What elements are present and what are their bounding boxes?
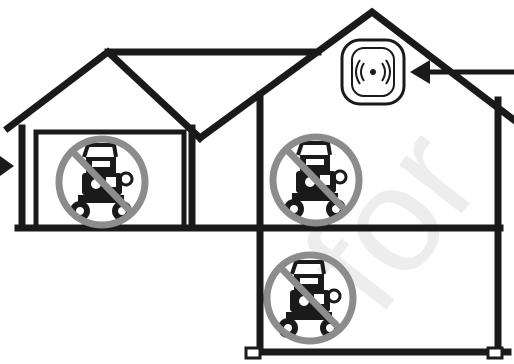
foundation-block-right [486, 346, 504, 360]
garage-door-frame [33, 129, 187, 229]
arrow-right-icon [410, 60, 514, 84]
prohibition-icon [263, 251, 357, 345]
prohibition-icon [55, 135, 149, 229]
prohibition-icon [269, 133, 363, 227]
prohibited-washer-garage [55, 135, 149, 229]
foundation-block-left [244, 346, 262, 360]
prohibited-washer-lower-room [263, 251, 357, 345]
co-alarm-icon [340, 38, 406, 106]
arrow-left-icon [0, 156, 14, 176]
garage-roof [3, 47, 205, 143]
prohibited-washer-upper-room [269, 133, 363, 227]
